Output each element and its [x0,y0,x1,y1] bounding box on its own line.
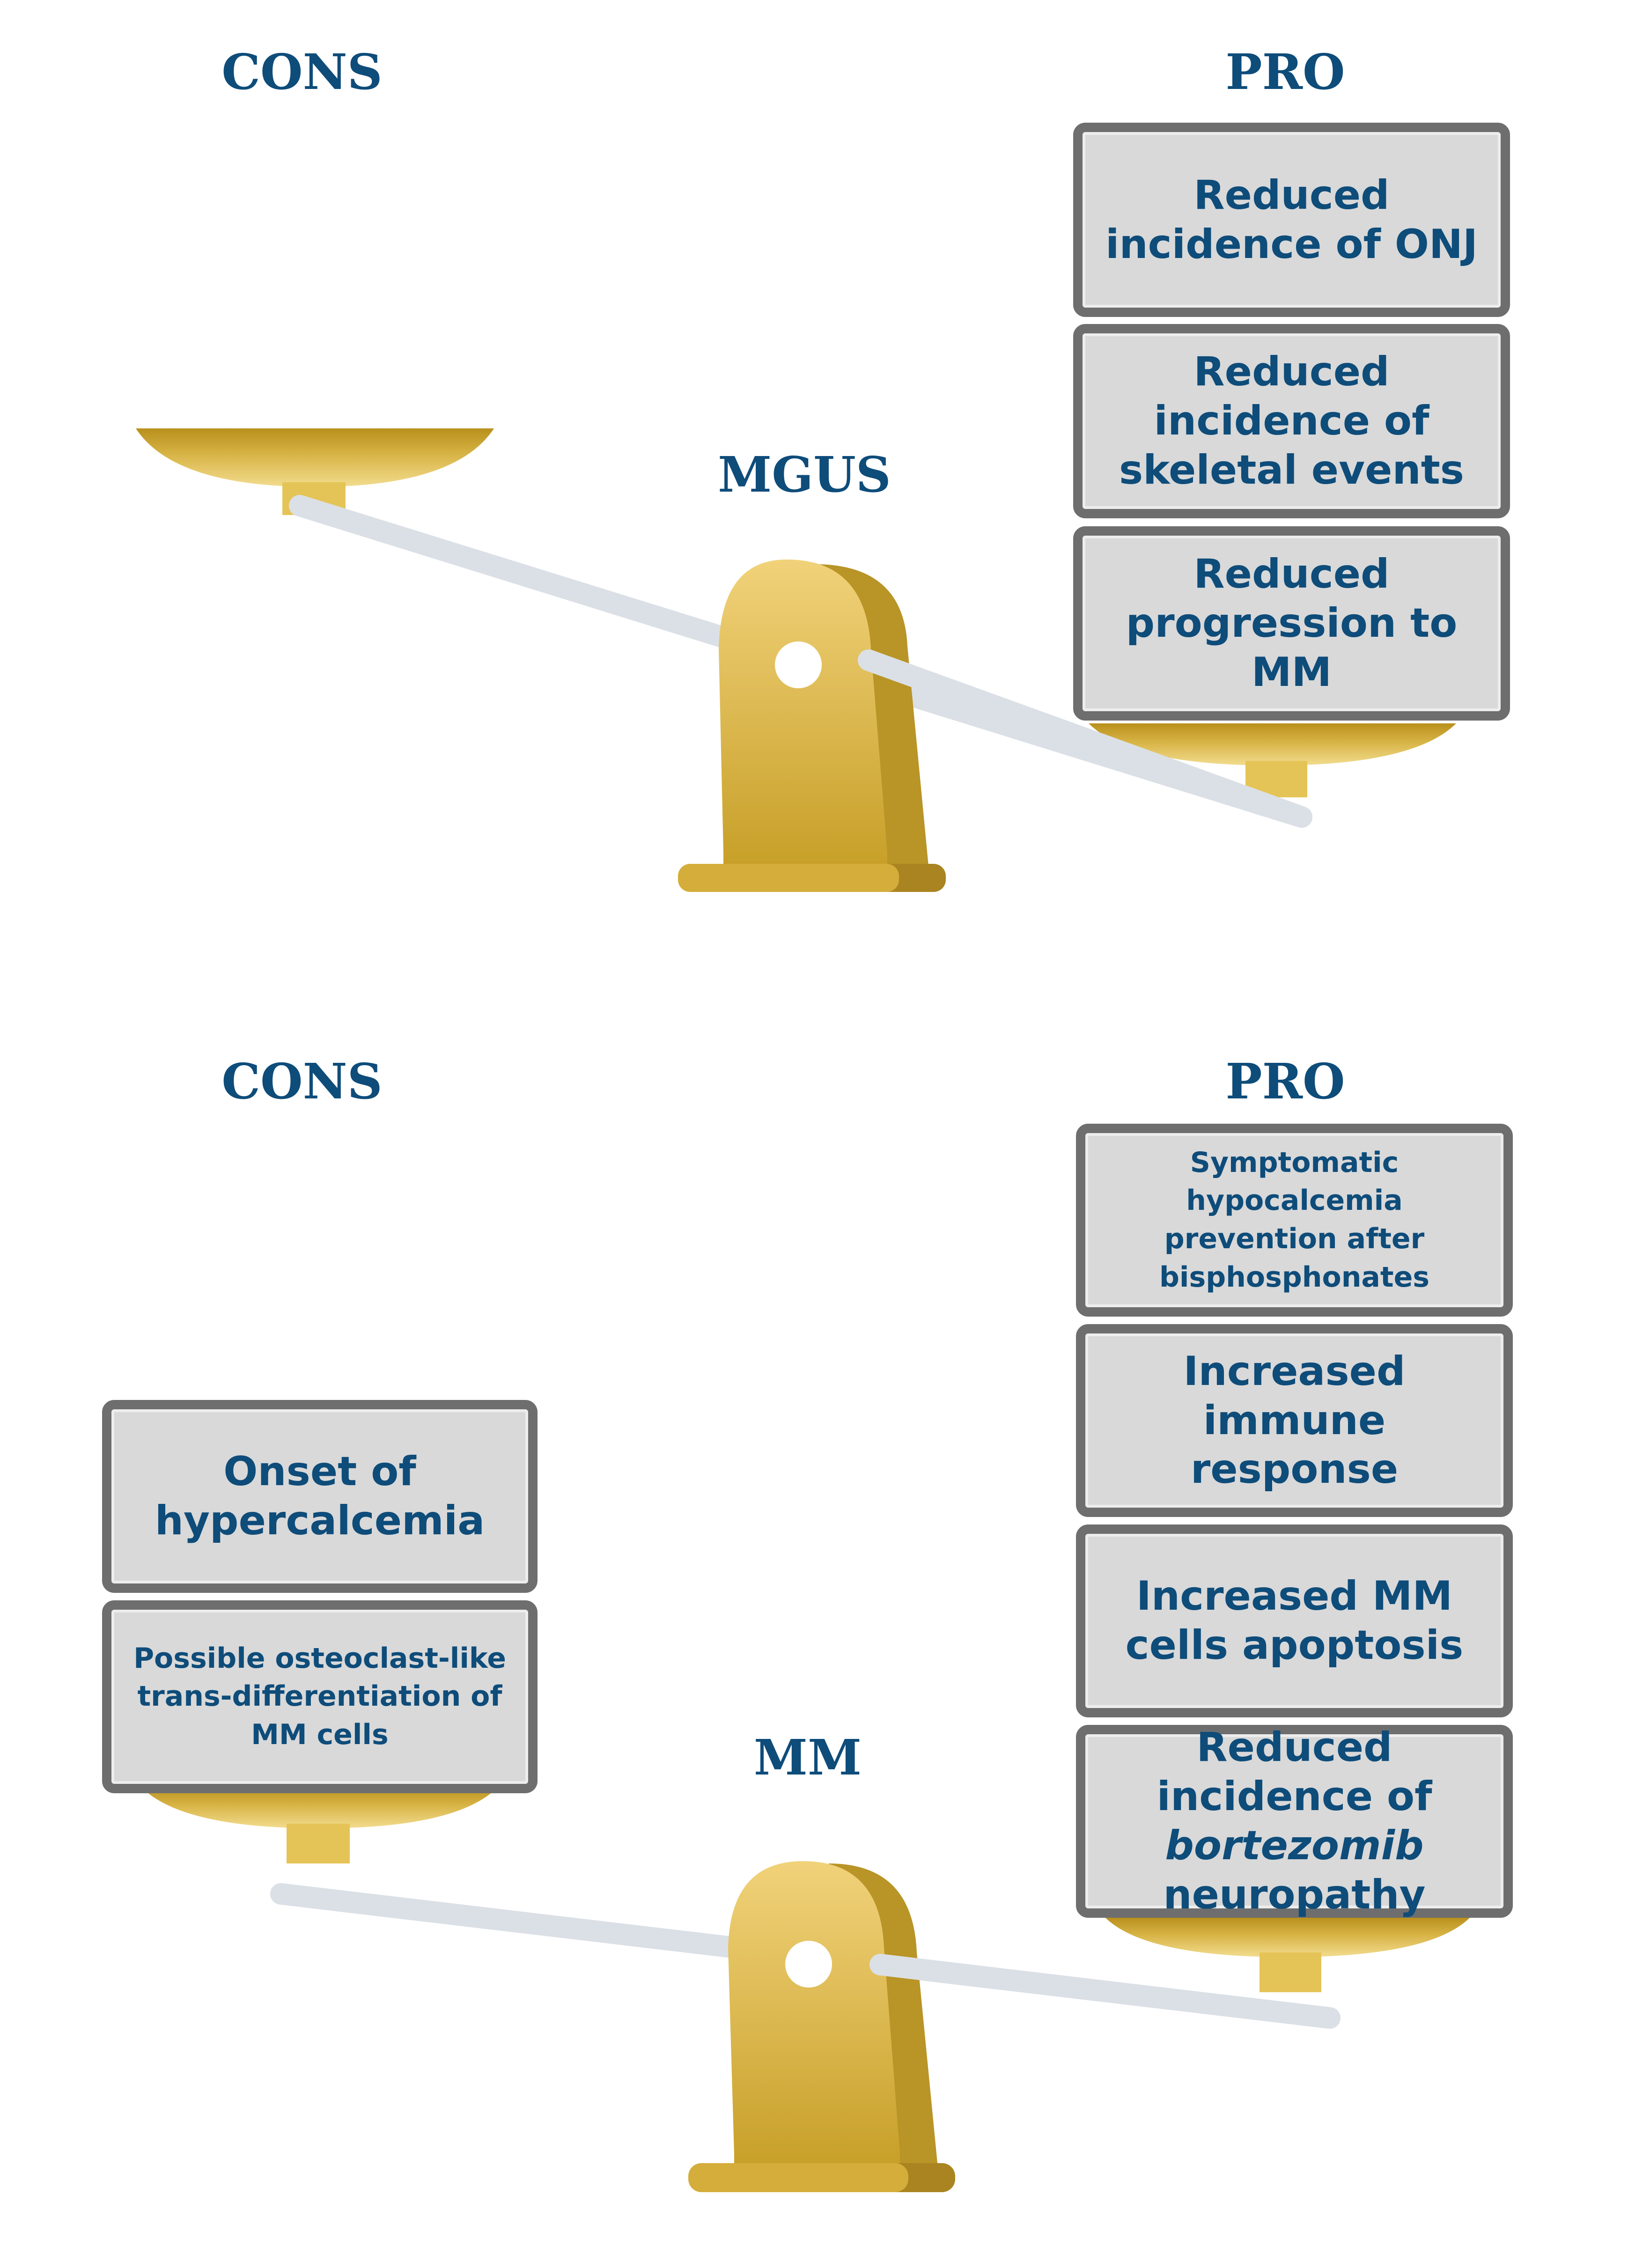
top-pro-item: Reduced progression to MM [1073,526,1510,721]
bottom-left-pan-stem [287,1824,350,1863]
bottom-pro-item-text: Symptomatic hypocalcemia prevention afte… [1159,1146,1429,1294]
top-pro-item: Reduced incidence of ONJ [1073,123,1510,317]
bottom-cons-item: Onset of hypercalcemia [102,1400,538,1593]
top-pivot [775,641,822,688]
top-pillar [719,560,887,876]
bottom-pillar-base [688,2163,908,2192]
top-scale [136,428,1456,892]
top-pro-item-text: Reduced progression to MM [1126,551,1458,696]
bottom-pro-item: Symptomatic hypocalcemia prevention afte… [1076,1124,1513,1317]
bottom-right-pan-stem [1260,1952,1321,1992]
bottom-pro-item-text: Increased MM cells apoptosis [1125,1573,1464,1669]
top-right-pan [1089,723,1456,766]
bottom-pro-heading: PRO [1225,1053,1345,1110]
bottom-beam-front [869,1954,1341,2029]
bottom-pro-item: Reduced incidence of bortezomib neuropat… [1076,1724,1513,1918]
top-left-pan [136,428,494,487]
top-pro-heading: PRO [1225,43,1345,101]
bottom-cons-item-text: Possible osteoclast-like trans-different… [133,1642,506,1751]
bottom-pivot [785,1941,832,1988]
bottom-pro-item: Increased MM cells apoptosis [1076,1524,1513,1717]
bottom-cons-item: Possible osteoclast-like trans-different… [102,1600,538,1793]
bottom-cons-heading: CONS [221,1053,383,1110]
bottom-right-pan [1105,1917,1470,1957]
bottom-scale [140,1786,1470,2192]
top-beam-front [858,649,1312,828]
bottom-pillar [728,1861,900,2177]
top-pro-item-text: Reduced incidence of ONJ [1105,171,1478,268]
top-center-label: MGUS [718,446,891,503]
top-pro-item-text: Reduced incidence of skeletal events [1119,348,1464,493]
bottom-pro-item-text: Increased immune response [1183,1348,1406,1493]
top-pro-item: Reduced incidence of skeletal events [1073,324,1510,518]
bottom-center-label: MM [753,1729,862,1786]
bottom-pro-item: Increased immune response [1076,1324,1513,1517]
top-cons-heading: CONS [221,43,383,101]
top-pillar-base [678,864,899,892]
bottom-pro-item-text: Reduced incidence of bortezomib neuropat… [1157,1724,1432,1918]
bottom-left-pan [140,1786,499,1828]
bottom-cons-item-text: Onset of hypercalcemia [155,1448,485,1544]
